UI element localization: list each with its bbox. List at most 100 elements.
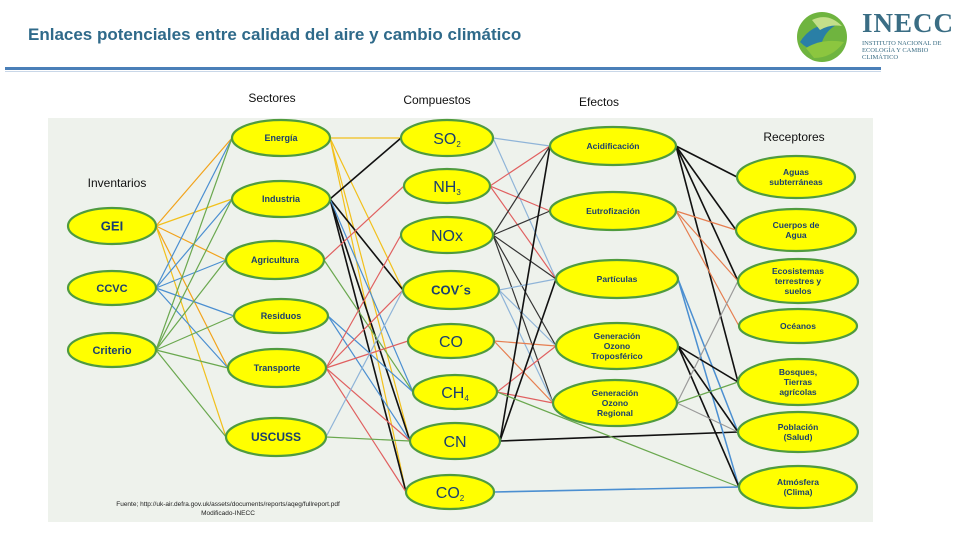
receptor-label: terrestres y: [775, 276, 822, 286]
connector-line: [492, 137, 551, 147]
compuesto-node: CO2: [404, 473, 496, 511]
compuesto-node: CH4: [411, 373, 499, 411]
logo-name: INECC: [862, 8, 955, 38]
connector-line: [155, 287, 235, 317]
sector-node: Industria: [230, 179, 332, 219]
connector-line: [489, 145, 551, 187]
source-modified: Modificado-INECC: [201, 510, 255, 517]
compuesto-label: CH4: [441, 385, 469, 403]
connector-line: [325, 289, 404, 369]
sector-label: Energía: [264, 133, 298, 143]
connector-line: [155, 225, 229, 369]
connector-line: [155, 315, 235, 351]
sector-node: Energía: [230, 118, 332, 158]
logo-subtitle: Instituto Nacional de Ecología y Cambio …: [862, 40, 942, 61]
connector-line: [675, 210, 739, 282]
connector-line: [492, 234, 557, 280]
sector-label: USCUSS: [251, 430, 301, 444]
efecto-label: Acidificación: [587, 141, 640, 151]
inventario-node: GEI: [66, 206, 158, 246]
efecto-label: Eutrofización: [586, 206, 640, 216]
connector-line: [677, 278, 740, 488]
efecto-label: Generación: [592, 388, 639, 398]
compuesto-label: NOx: [431, 228, 463, 245]
efecto-label: Regional: [597, 408, 633, 418]
inventario-label: GEI: [101, 219, 123, 234]
connector-line: [676, 280, 739, 404]
connector-line: [675, 210, 737, 231]
connector-line: [325, 436, 411, 442]
connector-line: [329, 137, 402, 200]
connector-line: [155, 349, 229, 369]
connector-line: [677, 278, 739, 433]
connector-line: [496, 345, 557, 393]
connector-line: [323, 259, 414, 393]
column-header-compuestos: Compuestos: [403, 93, 470, 107]
source-note: Fuente; http://uk-air.defra.gov.uk/asset…: [58, 500, 398, 518]
receptor-label: (Salud): [784, 432, 813, 442]
connector-line: [155, 198, 233, 351]
connector-line: [155, 137, 233, 351]
receptor-node: Atmósfera(Clima): [737, 464, 859, 510]
receptor-node: Océanos: [737, 307, 859, 345]
sector-label: Agricultura: [251, 255, 300, 265]
efecto-label: Troposférico: [591, 351, 642, 361]
compuesto-label: NH3: [433, 179, 461, 197]
efecto-label: Ozono: [604, 341, 630, 351]
connector-line: [675, 210, 740, 327]
compuesto-node: NOx: [399, 215, 495, 255]
compuesto-label: CO: [439, 334, 463, 351]
column-header-sectores: Sectores: [248, 91, 295, 105]
receptor-label: Ecosistemas: [772, 266, 824, 276]
compuesto-node: NH3: [402, 167, 492, 205]
connector-line: [675, 145, 738, 178]
receptor-label: Cuerpos de: [773, 220, 820, 230]
column-header-efectos: Efectos: [579, 95, 619, 109]
connector-line: [676, 381, 739, 404]
receptor-label: Bosques,: [779, 367, 817, 377]
connector-line: [155, 225, 227, 438]
connector-line: [325, 234, 402, 369]
connector-line: [155, 287, 229, 369]
connector-line: [327, 315, 414, 393]
receptor-label: (Clima): [784, 487, 813, 497]
connector-line: [492, 234, 554, 404]
connector-line: [325, 340, 409, 369]
connector-line: [493, 340, 557, 347]
compuesto-label: CO2: [436, 485, 465, 503]
receptor-label: Población: [778, 422, 819, 432]
inventario-node: CCVC: [66, 269, 158, 307]
sector-node: Agricultura: [224, 239, 326, 281]
connector-line: [325, 367, 407, 493]
connector-line: [496, 391, 740, 488]
page-title: Enlaces potenciales entre calidad del ai…: [28, 25, 522, 44]
connector-line: [677, 345, 739, 383]
receptor-label: Atmósfera: [777, 477, 819, 487]
connector-line: [155, 137, 233, 289]
receptor-label: Agua: [785, 230, 807, 240]
column-header-inventarios: Inventarios: [88, 176, 147, 190]
connector-line: [677, 345, 739, 433]
receptor-label: Tierras: [784, 377, 812, 387]
receptor-label: subterráneas: [769, 177, 823, 187]
connector-line: [329, 137, 404, 291]
sector-node: USCUSS: [224, 416, 328, 458]
connector-line: [323, 185, 405, 261]
inventario-label: CCVC: [96, 283, 127, 295]
inventario-label: Criterio: [92, 345, 131, 357]
sector-node: Transporte: [226, 347, 328, 389]
connector-line: [329, 198, 407, 493]
connector-line: [329, 198, 414, 393]
connector-line: [492, 137, 557, 280]
connector-line: [677, 345, 740, 488]
compuesto-label: SO2: [433, 131, 461, 149]
connector-line: [498, 289, 554, 404]
connector-line: [499, 145, 551, 442]
connector-line: [155, 137, 233, 227]
